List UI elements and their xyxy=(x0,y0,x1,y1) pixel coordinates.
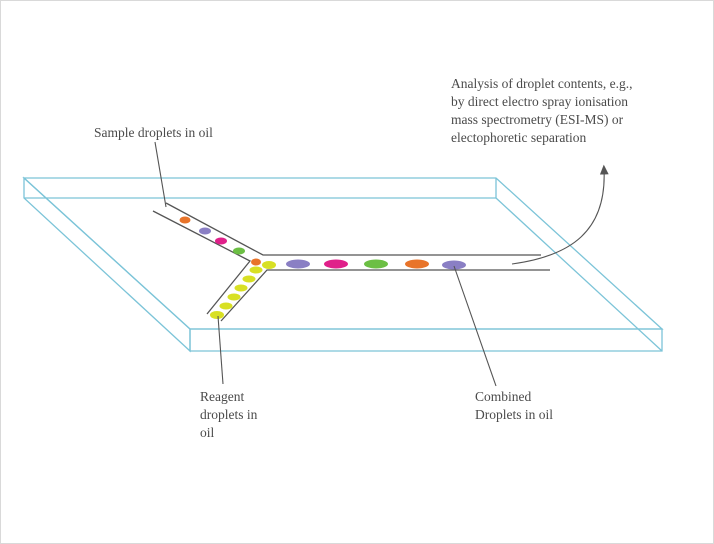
combined-droplet xyxy=(324,259,348,269)
reagent-leader-line xyxy=(217,315,224,385)
reagent-droplet xyxy=(234,284,248,292)
sample-label: Sample droplets in oil xyxy=(94,124,213,142)
reagent-droplet xyxy=(249,266,263,274)
sample-droplet xyxy=(233,247,245,255)
reagent-droplet xyxy=(210,311,224,319)
sample-leader-line xyxy=(154,141,167,208)
chip-slab xyxy=(22,176,664,353)
analysis-arrow xyxy=(511,164,609,265)
chip-left-face xyxy=(23,176,191,353)
analysis-label-line: by direct electro spray ionisation xyxy=(451,94,628,109)
reagent-droplet xyxy=(219,302,233,310)
sample-droplet xyxy=(179,216,191,224)
analysis-label-line: Analysis of droplet contents, e.g., xyxy=(451,76,633,91)
analysis-label-line: mass spectrometry (ESI-MS) or xyxy=(451,112,624,127)
reagent-droplet xyxy=(227,293,241,301)
combined-droplet xyxy=(364,259,388,269)
reagent-droplet xyxy=(242,275,256,283)
sample-droplet xyxy=(215,237,227,245)
analysis-label-line: electophoretic separation xyxy=(451,130,587,145)
combined-label: Combined Droplets in oil xyxy=(475,388,553,424)
combined-label-line: Droplets in oil xyxy=(475,407,553,422)
channels xyxy=(152,202,550,322)
combined-droplet xyxy=(405,259,429,269)
leaders xyxy=(154,141,609,387)
combined-label-line: Combined xyxy=(475,389,532,404)
reagent-label-line: oil xyxy=(200,425,215,440)
combined-droplet xyxy=(286,259,310,269)
reagent-label: Reagent droplets in oil xyxy=(200,388,257,442)
combined-droplet xyxy=(442,260,466,270)
analysis-label: Analysis of droplet contents, e.g., by d… xyxy=(451,75,632,147)
chip-front-face xyxy=(189,328,663,352)
outlet-channel-lower-wall xyxy=(220,269,550,322)
combined-leader-line xyxy=(453,265,497,387)
sample-label-line: Sample droplets in oil xyxy=(94,125,213,140)
droplets xyxy=(179,216,466,319)
chip-top-face xyxy=(22,177,664,330)
reagent-label-line: Reagent xyxy=(200,389,245,404)
sample-droplet xyxy=(199,227,211,235)
sample-channel-upper-wall xyxy=(165,202,541,256)
reagent-droplet xyxy=(262,261,276,269)
chip-right-diagonal-inner xyxy=(495,197,663,352)
sample-channel-lower-wall xyxy=(152,210,252,315)
sample-droplet xyxy=(251,258,261,266)
reagent-label-line: droplets in xyxy=(200,407,258,422)
